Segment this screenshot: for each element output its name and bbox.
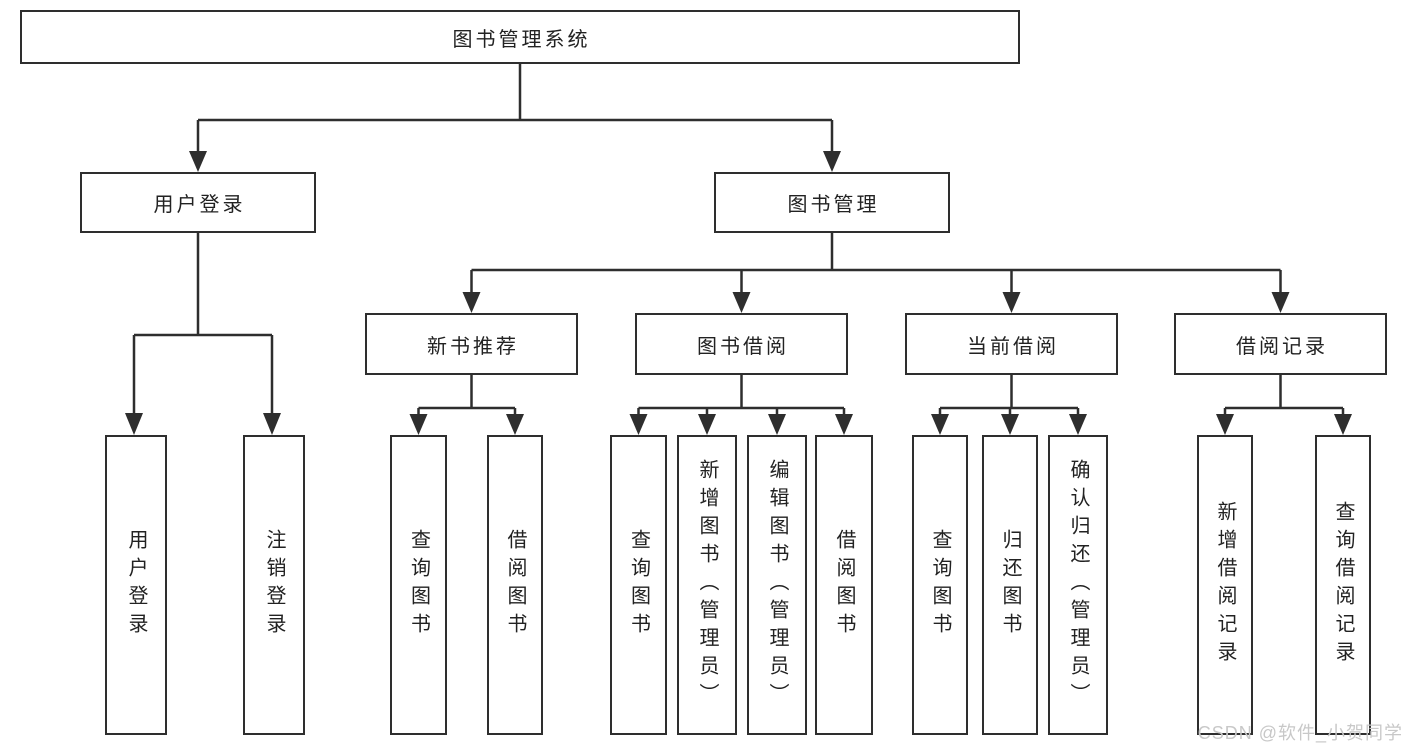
leaf-return-books: 归还图书 [982, 435, 1038, 735]
arrow-down-icon [931, 414, 949, 435]
arrow-down-icon [1216, 414, 1234, 435]
arrow-down-icon [506, 414, 524, 435]
arrow-down-icon [125, 413, 143, 435]
arrow-down-icon [768, 414, 786, 435]
node-label: 编辑图书（管理员） [766, 459, 788, 711]
connector-user-login [125, 233, 281, 435]
arrow-down-icon [732, 292, 751, 313]
node-label: 查询图书 [627, 529, 650, 641]
leaf-query-books: 查询图书 [610, 435, 667, 735]
arrow-down-icon [835, 414, 853, 435]
connector-current-borrowing [931, 375, 1087, 435]
arrow-down-icon [629, 414, 648, 435]
leaf-add-borrow-record: 新增借阅记录 [1197, 435, 1253, 735]
watermark: CSDN @软件_小贺同学 [1197, 723, 1403, 743]
arrow-down-icon [698, 414, 716, 435]
connector-root [189, 64, 841, 172]
arrow-down-icon [1271, 292, 1290, 313]
node-label: 确认归还（管理员） [1067, 459, 1089, 711]
connector-borrowing-records [1216, 375, 1352, 435]
node-label: 新书推荐 [427, 335, 519, 358]
node-label: 用户登录 [153, 194, 246, 216]
leaf-query-books: 查询图书 [912, 435, 968, 735]
arrow-down-icon [189, 151, 207, 172]
arrow-down-icon [409, 414, 428, 435]
leaf-query-books: 查询图书 [390, 435, 447, 735]
arrow-down-icon [823, 151, 841, 172]
connector-book-management [462, 233, 1290, 313]
node-book-borrowing: 图书借阅 [635, 313, 848, 375]
node-label: 借阅图书 [504, 529, 526, 641]
node-new-book-recommendation: 新书推荐 [365, 313, 578, 375]
arrow-down-icon [1334, 414, 1352, 435]
leaf-query-borrow-record: 查询借阅记录 [1315, 435, 1371, 735]
node-label: 查询图书 [407, 529, 430, 641]
leaf-add-book-admin: 新增图书（管理员） [677, 435, 737, 735]
node-borrowing-records: 借阅记录 [1174, 313, 1387, 375]
arrow-down-icon [1002, 292, 1021, 313]
connector-new-book-recommendation [409, 375, 524, 435]
node-label: 图书管理系统 [452, 28, 591, 51]
arrow-down-icon [462, 292, 481, 313]
node-label: 当前借阅 [967, 335, 1059, 358]
node-label: 用户登录 [125, 529, 147, 641]
node-library-management-system: 图书管理系统 [20, 10, 1020, 64]
leaf-logout: 注销登录 [243, 435, 305, 735]
node-current-borrowing: 当前借阅 [905, 313, 1118, 375]
node-label: 查询借阅记录 [1332, 501, 1354, 669]
leaf-borrow-books: 借阅图书 [815, 435, 873, 735]
node-label: 归还图书 [999, 529, 1021, 641]
node-label: 新增借阅记录 [1214, 501, 1236, 669]
node-label: 新增图书（管理员） [696, 459, 718, 711]
node-label: 图书借阅 [697, 335, 789, 358]
node-label: 借阅记录 [1236, 335, 1328, 358]
node-book-management: 图书管理 [714, 172, 950, 233]
node-label: 查询图书 [929, 529, 951, 641]
arrow-down-icon [1001, 414, 1019, 435]
leaf-confirm-return-admin: 确认归还（管理员） [1048, 435, 1108, 735]
leaf-edit-book-admin: 编辑图书（管理员） [747, 435, 807, 735]
node-label: 图书管理 [787, 194, 880, 216]
connector-book-borrowing [629, 375, 853, 435]
arrow-down-icon [1069, 414, 1087, 435]
node-label: 借阅图书 [833, 529, 855, 641]
leaf-user-login: 用户登录 [105, 435, 167, 735]
arrow-down-icon [263, 413, 281, 435]
node-label: 注销登录 [263, 529, 285, 641]
node-user-login-group: 用户登录 [80, 172, 316, 233]
leaf-borrow-books: 借阅图书 [487, 435, 543, 735]
